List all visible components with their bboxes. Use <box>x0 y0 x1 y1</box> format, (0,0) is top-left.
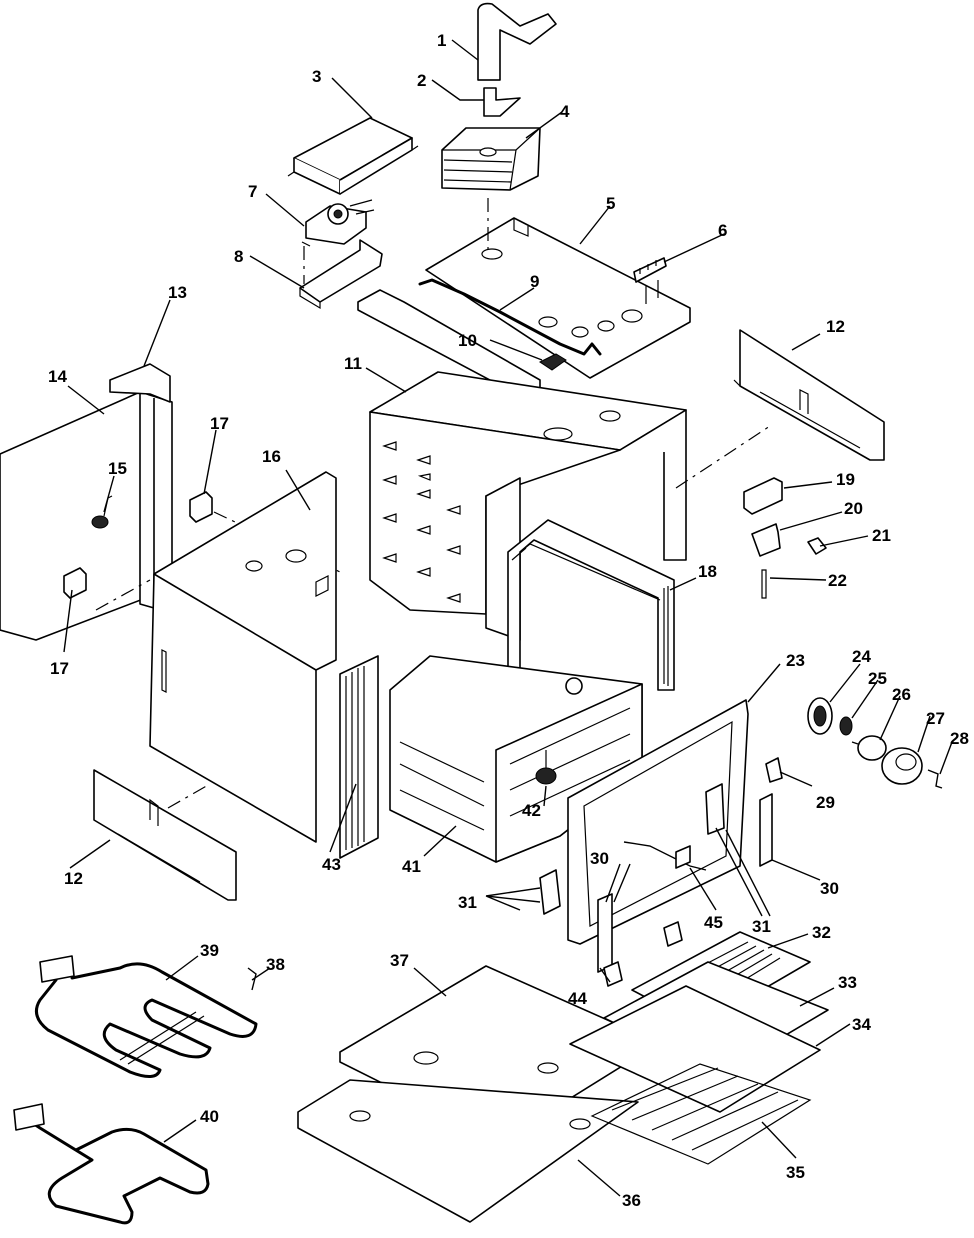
part-31-hinge-left <box>539 869 561 915</box>
callout-40: 40 <box>200 1107 219 1126</box>
part-24-light-housing <box>807 697 833 735</box>
part-7-thermostat <box>301 199 375 247</box>
callout-38: 38 <box>266 955 285 974</box>
part-18-insulation-wrap <box>507 519 675 691</box>
callout-12-right: 12 <box>826 317 845 336</box>
part-17-clip-b <box>63 567 87 599</box>
callout-33: 33 <box>838 973 857 992</box>
part-12-rear-panel-right <box>733 329 885 461</box>
callout-41: 41 <box>402 857 421 876</box>
part-36-bottom-pan <box>297 1079 639 1223</box>
callout-24: 24 <box>852 647 871 666</box>
callout-12-left: 12 <box>64 869 83 888</box>
callout-22: 22 <box>828 571 847 590</box>
callout-45: 45 <box>704 913 723 932</box>
part-5-top-panel <box>425 217 691 379</box>
callout-31-right: 31 <box>752 917 771 936</box>
callout-15: 15 <box>108 459 127 478</box>
callout-2: 2 <box>417 71 426 90</box>
part-3-control-cover <box>287 117 419 195</box>
callout-35: 35 <box>786 1163 805 1182</box>
callout-29: 29 <box>816 793 835 812</box>
callout-14: 14 <box>48 367 67 386</box>
callout-20: 20 <box>844 499 863 518</box>
callout-36: 36 <box>622 1191 641 1210</box>
callout-labels: 1 2 3 4 5 6 7 8 9 10 11 12 12 13 14 15 1… <box>48 31 969 1210</box>
part-4-insulation-pad <box>441 127 541 191</box>
part-9-wire-shield <box>357 278 602 397</box>
callout-18: 18 <box>698 562 717 581</box>
callout-30-right: 30 <box>820 879 839 898</box>
callout-44: 44 <box>568 989 587 1008</box>
part-31-hinge-right <box>705 783 725 835</box>
callout-27: 27 <box>926 709 945 728</box>
part-42-light-socket <box>535 750 557 785</box>
part-12-rear-panel-left <box>93 769 237 901</box>
part-10-clip <box>539 353 567 371</box>
callout-30-left: 30 <box>590 849 609 868</box>
part-20-bracket <box>751 523 781 557</box>
callout-42: 42 <box>522 801 541 820</box>
callout-16: 16 <box>262 447 281 466</box>
callout-6: 6 <box>718 221 727 240</box>
callout-23: 23 <box>786 651 805 670</box>
callout-10: 10 <box>458 331 477 350</box>
callout-17-top: 17 <box>210 414 229 433</box>
part-30-hinge-receiver-left <box>597 893 613 973</box>
part-17-clip-a <box>189 491 213 523</box>
callout-25: 25 <box>868 669 887 688</box>
leader-lines <box>63 39 953 1197</box>
part-21-fastener <box>807 537 827 555</box>
part-1-vent-duct <box>477 2 557 81</box>
callout-37: 37 <box>390 951 409 970</box>
callout-17-bottom: 17 <box>50 659 69 678</box>
part-43-insulation-pad <box>339 655 379 859</box>
callout-5: 5 <box>606 194 615 213</box>
callout-28: 28 <box>950 729 969 748</box>
part-22-screw <box>761 569 767 599</box>
part-27-light-lens <box>881 747 923 785</box>
part-30-hinge-receiver-right <box>759 793 773 867</box>
part-2-vent-baffle <box>483 87 521 117</box>
callout-1: 1 <box>437 31 446 50</box>
part-38-clip <box>247 967 257 991</box>
callout-7: 7 <box>248 182 257 201</box>
callout-4: 4 <box>560 102 570 121</box>
part-29-light-bulb <box>765 757 783 783</box>
callout-32: 32 <box>812 923 831 942</box>
part-35-oven-rack <box>590 1063 812 1165</box>
callout-21: 21 <box>872 526 891 545</box>
part-11-oven-wrapper <box>369 371 687 641</box>
callout-13: 13 <box>168 283 187 302</box>
callout-9: 9 <box>530 272 539 291</box>
part-19-bracket <box>743 477 783 515</box>
part-8-thermostat-bracket <box>299 239 383 310</box>
part-6-terminal-block <box>633 257 667 304</box>
callout-31-left: 31 <box>458 893 477 912</box>
callout-34: 34 <box>852 1015 871 1034</box>
part-26-light-bulb <box>851 735 887 761</box>
part-39-broil-element <box>34 955 258 1078</box>
part-34-oven-rack <box>569 985 821 1113</box>
callout-11: 11 <box>344 354 362 373</box>
part-45-wire <box>623 841 707 871</box>
part-44-bracket-b <box>663 921 683 947</box>
part-40-bake-element <box>13 1103 210 1225</box>
part-16-side-panel <box>149 471 337 843</box>
callout-39: 39 <box>200 941 219 960</box>
callout-26: 26 <box>892 685 911 704</box>
part-25-light-gasket <box>839 716 853 736</box>
callout-3: 3 <box>312 67 321 86</box>
part-28-retainer-wire <box>927 769 943 789</box>
callout-8: 8 <box>234 247 243 266</box>
part-14-left-side-panel <box>0 363 173 641</box>
callout-43: 43 <box>322 855 341 874</box>
callout-19: 19 <box>836 470 855 489</box>
